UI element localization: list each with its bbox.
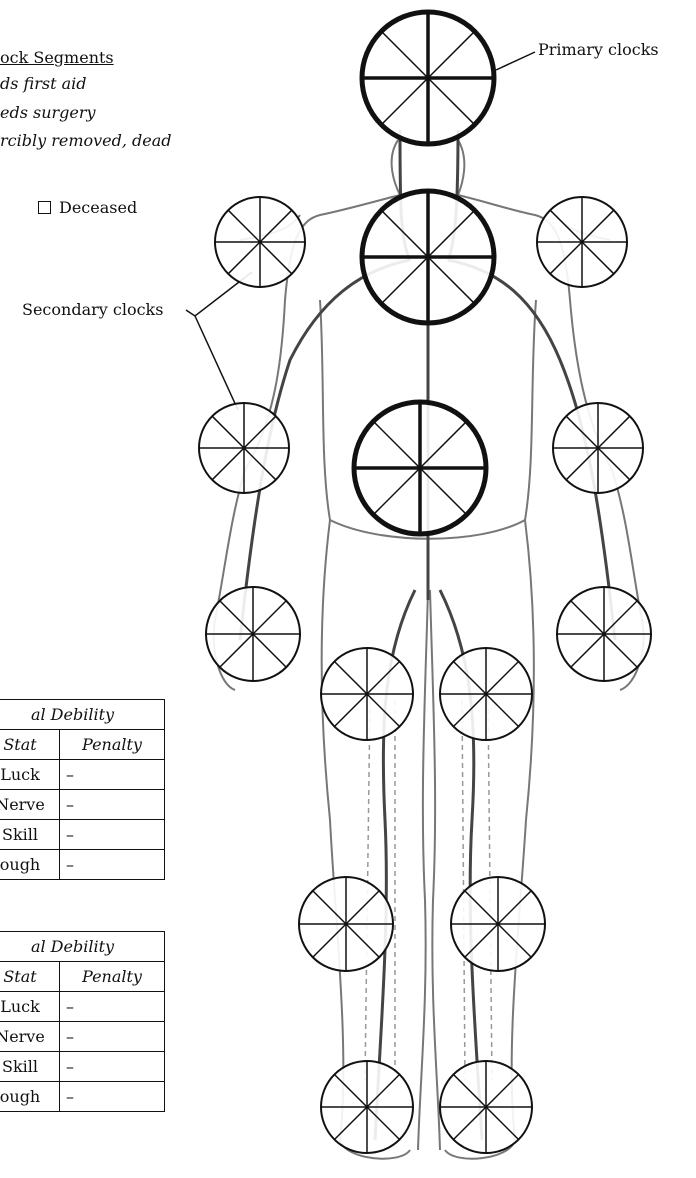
table-row: Luck– (0, 760, 165, 790)
clock-left-foot[interactable] (321, 1061, 413, 1153)
clock-left-thigh[interactable] (321, 648, 413, 740)
table-row: Skill– (0, 1052, 165, 1082)
clock-chest[interactable] (362, 191, 494, 323)
deceased-checkbox[interactable] (38, 201, 51, 214)
clock-left-forearm[interactable] (199, 403, 289, 493)
column-header: Stat (0, 730, 60, 760)
penalty-cell[interactable]: – (60, 760, 165, 790)
penalty-cell[interactable]: – (60, 790, 165, 820)
stat-cell: Luck (0, 992, 60, 1022)
column-header: Penalty (60, 962, 165, 992)
clock-right-upper-arm[interactable] (537, 197, 627, 287)
clock-head[interactable] (362, 12, 494, 144)
deceased-label: Deceased (59, 198, 137, 217)
clock-right-thigh[interactable] (440, 648, 532, 740)
clock-right-foot[interactable] (440, 1061, 532, 1153)
stat-cell: ough (0, 1082, 60, 1112)
primary-clocks-label: Primary clocks (538, 40, 659, 59)
clock-abdomen[interactable] (354, 402, 486, 534)
table-row: ough– (0, 850, 165, 880)
penalty-cell[interactable]: – (60, 1052, 165, 1082)
table-row: Skill– (0, 820, 165, 850)
penalty-cell[interactable]: – (60, 1082, 165, 1112)
clock-right-hand[interactable] (557, 587, 651, 681)
table-title: al Debility (0, 700, 165, 730)
table-row: Luck– (0, 992, 165, 1022)
clock-left-upper-arm[interactable] (215, 197, 305, 287)
clock-left-hand[interactable] (206, 587, 300, 681)
stat-cell: ough (0, 850, 60, 880)
penalty-cell[interactable]: – (60, 1022, 165, 1052)
clock-right-forearm[interactable] (553, 403, 643, 493)
stat-cell: Nerve (0, 1022, 60, 1052)
stat-cell: Nerve (0, 790, 60, 820)
table-row: Nerve– (0, 1022, 165, 1052)
stat-cell: Luck (0, 760, 60, 790)
legend-item: eds surgery (0, 103, 96, 122)
column-header: Stat (0, 962, 60, 992)
clock-right-shin[interactable] (451, 877, 545, 971)
legend-item: ds first aid (0, 74, 86, 93)
penalty-cell[interactable]: – (60, 850, 165, 880)
table-row: ough– (0, 1082, 165, 1112)
penalty-cell[interactable]: – (60, 820, 165, 850)
table-title: al Debility (0, 932, 165, 962)
stat-cell: Skill (0, 1052, 60, 1082)
clock-left-shin[interactable] (299, 877, 393, 971)
penalty-cell[interactable]: – (60, 992, 165, 1022)
legend-title: ock Segments (0, 48, 114, 67)
stat-cell: Skill (0, 820, 60, 850)
secondary-clocks-label: Secondary clocks (22, 300, 163, 319)
column-header: Penalty (60, 730, 165, 760)
table-row: Nerve– (0, 790, 165, 820)
deceased-option[interactable]: Deceased (38, 198, 137, 217)
legend-item: rcibly removed, dead (0, 131, 172, 150)
